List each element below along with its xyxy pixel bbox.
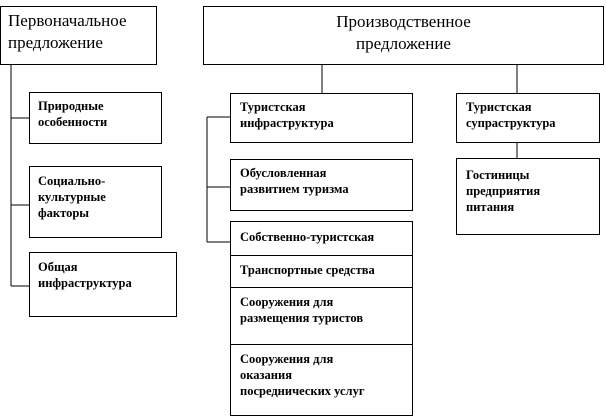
- natural-features-box: Природные особенности: [29, 92, 162, 144]
- transport-box: Транспортные средства: [230, 255, 413, 288]
- intermediary-services-box: Сооружения для оказания посреднических у…: [230, 344, 413, 416]
- general-infrastructure-box: Общая инфраструктура: [29, 252, 177, 317]
- sociocultural-factors-box: Социально- культурные факторы: [29, 166, 162, 238]
- tourist-specific-box: Собственно-туристская: [230, 221, 413, 256]
- tourist-infrastructure-box: Туристская инфраструктура: [230, 93, 413, 143]
- initial-offer-box: Первоначальное предложение: [0, 6, 157, 65]
- hotels-catering-box: Гостиницы предприятия питания: [456, 158, 600, 235]
- tourist-superstructure-box: Туристская супраструктура: [456, 93, 600, 143]
- tourism-driven-box: Обусловленная развитием туризма: [230, 159, 413, 211]
- production-offer-box: Производственное предложение: [203, 6, 604, 65]
- accommodation-facilities-box: Сооружения для размещения туристов: [230, 287, 413, 345]
